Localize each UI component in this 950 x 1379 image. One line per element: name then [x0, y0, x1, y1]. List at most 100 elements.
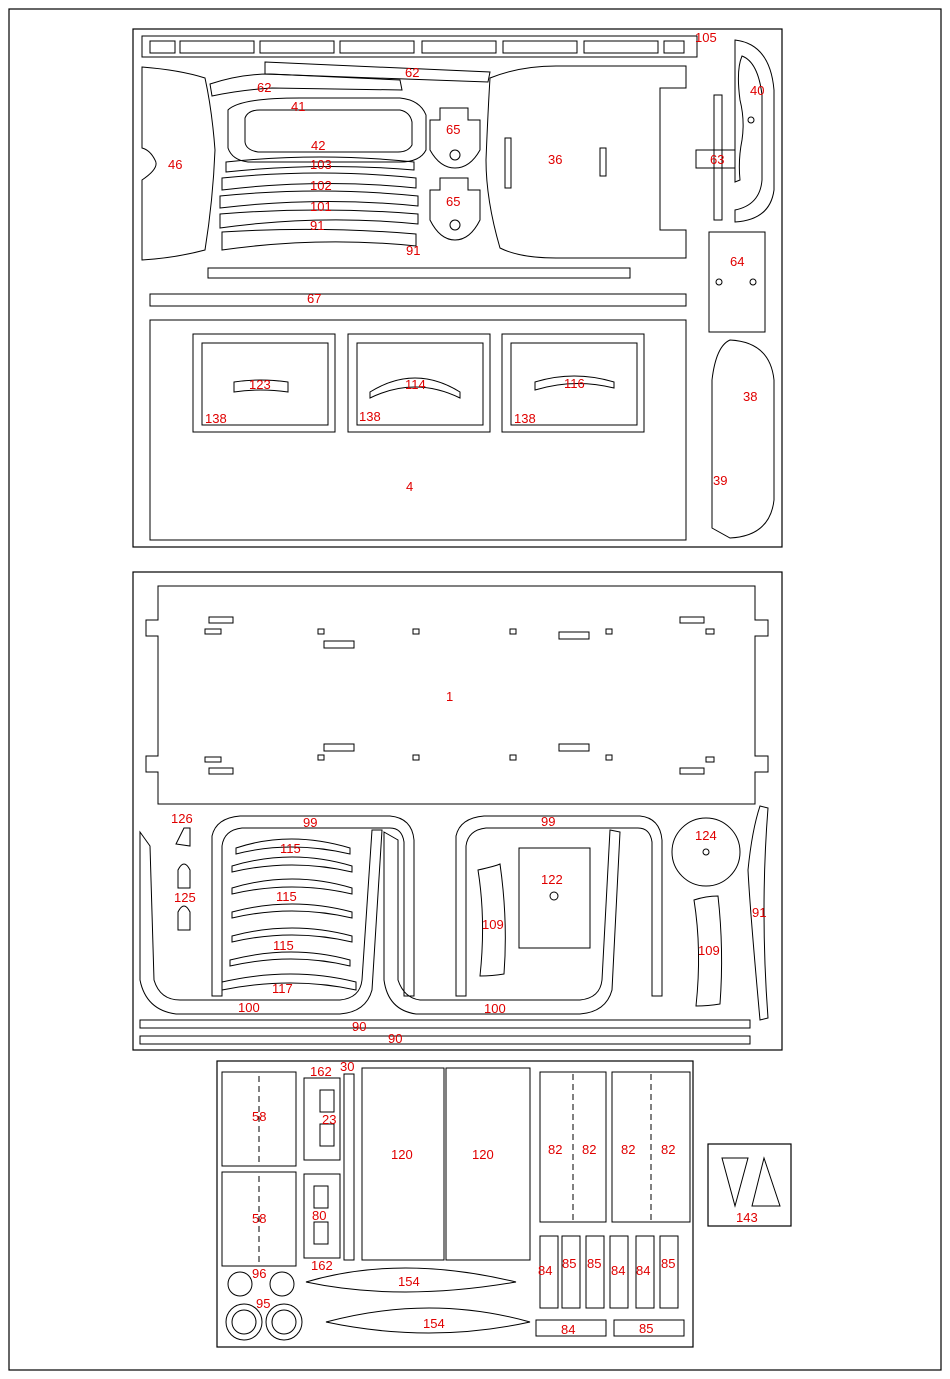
part-67: [150, 268, 686, 306]
sheet-middle-border: [133, 572, 782, 1050]
label-91-b: 91: [406, 243, 420, 258]
label-65-upper: 65: [446, 122, 460, 137]
label-138-a: 138: [205, 411, 227, 426]
label-138-b: 138: [359, 409, 381, 424]
label-100-b: 100: [484, 1001, 506, 1016]
part-126: [176, 828, 190, 846]
label-67: 67: [307, 291, 321, 306]
label-36: 36: [548, 152, 562, 167]
parts-90: [140, 1020, 750, 1044]
label-109-b: 109: [698, 943, 720, 958]
label-103: 103: [310, 157, 332, 172]
label-105: 105: [695, 30, 717, 45]
label-82-a: 82: [548, 1142, 562, 1157]
label-102: 102: [310, 178, 332, 193]
label-120-b: 120: [472, 1147, 494, 1162]
parts-120: [362, 1068, 530, 1260]
label-120-a: 120: [391, 1147, 413, 1162]
label-82-d: 82: [661, 1142, 675, 1157]
hole: [450, 150, 460, 160]
label-122: 122: [541, 872, 563, 887]
label-23: 23: [322, 1112, 336, 1127]
label-85-d: 85: [639, 1321, 653, 1336]
label-117: 117: [272, 981, 293, 996]
label-84-a: 84: [538, 1263, 552, 1278]
sheet-bottom: [217, 1061, 693, 1347]
label-109-a: 109: [482, 917, 504, 932]
label-42: 42: [311, 138, 325, 153]
label-58-b: 58: [252, 1211, 266, 1226]
part-1: [146, 586, 768, 804]
label-58-a: 58: [252, 1109, 266, 1124]
label-123: 123: [249, 377, 271, 392]
label-1: 1: [446, 689, 453, 704]
label-38: 38: [743, 389, 757, 404]
arched-parts-115-117: [222, 839, 356, 990]
label-80: 80: [312, 1208, 326, 1223]
label-64: 64: [730, 254, 744, 269]
label-85-a: 85: [562, 1256, 576, 1271]
label-115-c: 115: [273, 938, 294, 953]
label-143: 143: [736, 1210, 758, 1225]
label-125: 125: [174, 890, 196, 905]
label-82-c: 82: [621, 1142, 635, 1157]
label-30: 30: [340, 1059, 354, 1074]
label-84-d: 84: [561, 1322, 575, 1337]
label-85-c: 85: [661, 1256, 675, 1271]
label-62-lower: 62: [257, 80, 271, 95]
part-125-b: [178, 906, 190, 930]
label-115-a: 115: [280, 841, 301, 856]
label-116: 116: [564, 376, 585, 391]
parts-58: [222, 1072, 296, 1266]
label-96: 96: [252, 1266, 266, 1281]
label-124: 124: [695, 828, 717, 843]
part-labels: 105 40 62 62 41 42 46 65 65 36 63 103 10…: [168, 30, 766, 1337]
part-40: [735, 40, 774, 222]
label-82-b: 82: [582, 1142, 596, 1157]
parts-162-23-80: [304, 1078, 340, 1258]
page-border: [9, 9, 941, 1370]
part-99-100-left: [140, 830, 382, 1014]
label-46: 46: [168, 157, 182, 172]
part-30-tabs: [344, 1074, 354, 1260]
part-42: [245, 110, 412, 152]
part-38-39: [712, 340, 774, 538]
label-84-c: 84: [636, 1263, 650, 1278]
label-126: 126: [171, 811, 193, 826]
label-138-c: 138: [514, 411, 536, 426]
label-84-b: 84: [611, 1263, 625, 1278]
parts-84-85: [536, 1236, 684, 1336]
label-63: 63: [710, 152, 724, 167]
label-91-c: 91: [752, 905, 766, 920]
part-62-lower: [210, 74, 402, 96]
label-91-a: 91: [310, 218, 324, 233]
hole: [748, 117, 754, 123]
label-114: 114: [405, 377, 426, 392]
label-90-b: 90: [388, 1031, 402, 1046]
label-4: 4: [406, 479, 413, 494]
sheet-middle: [133, 572, 782, 1050]
slot: [505, 138, 511, 188]
label-115-b: 115: [276, 889, 297, 904]
label-162-b: 162: [311, 1258, 333, 1273]
part-125-a: [178, 864, 190, 888]
label-39: 39: [713, 473, 727, 488]
part-122: [519, 848, 590, 948]
slot: [600, 148, 606, 176]
sheet-top-border: [133, 29, 782, 547]
label-154-b: 154: [423, 1316, 445, 1331]
label-99-b: 99: [541, 814, 555, 829]
label-85-b: 85: [587, 1256, 601, 1271]
hole: [450, 220, 460, 230]
part-4: [150, 320, 686, 540]
part-105: [142, 36, 697, 57]
label-62-upper: 62: [405, 65, 419, 80]
label-101: 101: [310, 199, 332, 214]
label-41: 41: [291, 99, 305, 114]
label-100-a: 100: [238, 1000, 260, 1015]
label-99-a: 99: [303, 815, 317, 830]
part-99-top-right: [456, 816, 662, 996]
part-65-lower: [430, 178, 480, 240]
part-36: [486, 66, 686, 258]
